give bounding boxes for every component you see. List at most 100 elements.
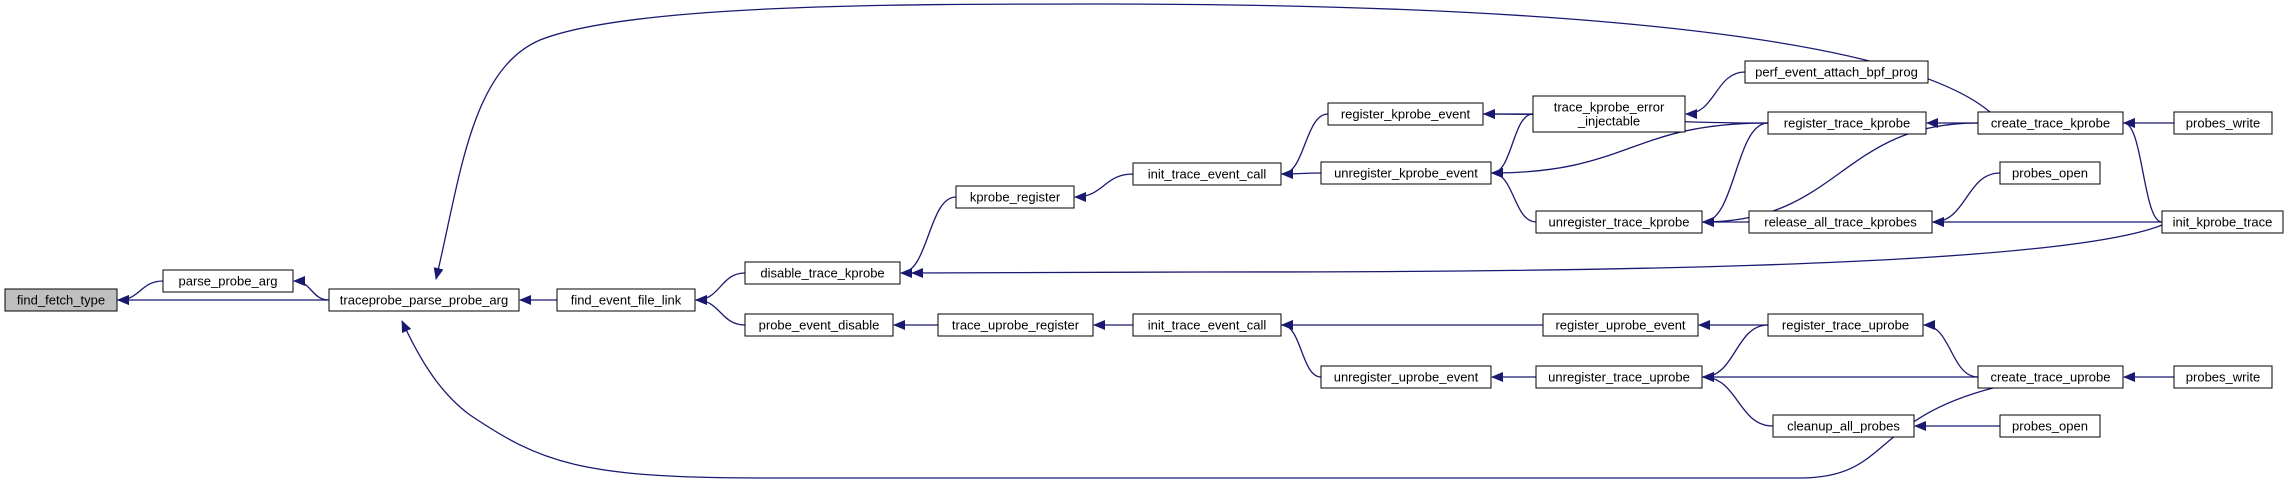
node-unregister-trace-uprobe[interactable]: unregister_trace_uprobe — [1535, 365, 1703, 389]
node-register-trace-uprobe[interactable]: register_trace_uprobe — [1767, 313, 1924, 337]
node-unregister-uprobe-event[interactable]: unregister_uprobe_event — [1320, 365, 1492, 389]
node-label: init_kprobe_trace — [2173, 215, 2273, 230]
node-label: cleanup_all_probes — [1787, 419, 1900, 434]
edge-register-trace-uprobe-to-unregister-trace-uprobe — [1702, 324, 1769, 382]
node-label: trace_uprobe_register — [952, 318, 1080, 333]
node-box — [1977, 111, 2124, 135]
node-find-event-file-link[interactable]: find_event_file_link — [556, 288, 696, 312]
node-box — [1320, 365, 1492, 389]
node-box — [1744, 60, 1929, 84]
node-find-fetch-type[interactable]: find_fetch_type — [4, 288, 118, 312]
node-probes-write-k[interactable]: probes_write — [2173, 111, 2273, 135]
node-box — [1535, 365, 1703, 389]
node-disable-trace-kprobe[interactable]: disable_trace_kprobe — [744, 261, 901, 285]
edge-probes-open-k-to-release-all-trace-kprobes — [1932, 172, 2001, 227]
edge-perf-event-attach-bpf-prog-to-trace-kprobe-error-injectable — [1685, 71, 1746, 119]
node-trace-kprobe-error-injectable[interactable]: trace_kprobe_error_injectable — [1532, 95, 1686, 133]
edge-cleanup-all-probes-to-unregister-trace-uprobe — [1702, 372, 1774, 427]
edge-init-kprobe-trace-to-disable-trace-kprobe — [911, 224, 2163, 278]
node-box — [1999, 161, 2101, 185]
node-label: unregister_uprobe_event — [1334, 370, 1479, 385]
edge-create-trace-kprobe-to-traceprobe-parse-probe-arg — [433, 3, 1991, 280]
node-box — [1748, 210, 1933, 234]
node-box — [1999, 414, 2101, 438]
node-probes-open-u[interactable]: probes_open — [1999, 414, 2101, 438]
edge-unregister-kprobe-event-to-init-trace-event-call-k — [1281, 168, 1322, 179]
node-label: find_fetch_type — [17, 293, 105, 308]
edge-init-kprobe-trace-to-create-trace-kprobe — [2123, 118, 2163, 223]
node-box — [1132, 162, 1282, 186]
node-label: register_kprobe_event — [1341, 107, 1471, 122]
node-box — [2161, 210, 2284, 234]
node-create-trace-kprobe[interactable]: create_trace_kprobe — [1977, 111, 2124, 135]
node-register-uprobe-event[interactable]: register_uprobe_event — [1542, 313, 1699, 337]
edge-probe-event-disable-to-find-event-file-link — [695, 295, 746, 326]
node-box — [1542, 313, 1699, 337]
node-box — [744, 313, 894, 337]
node-register-kprobe-event[interactable]: register_kprobe_event — [1327, 102, 1484, 126]
node-register-trace-kprobe[interactable]: register_trace_kprobe — [1767, 111, 1927, 135]
node-init-kprobe-trace[interactable]: init_kprobe_trace — [2161, 210, 2284, 234]
node-trace-uprobe-register[interactable]: trace_uprobe_register — [937, 313, 1094, 337]
node-label: register_trace_uprobe — [1782, 318, 1909, 333]
node-label: find_event_file_link — [571, 293, 682, 308]
edge-create-trace-kprobe-to-unregister-trace-kprobe — [1702, 122, 1979, 227]
node-box — [1772, 414, 1915, 438]
node-label: probes_write — [2186, 370, 2260, 385]
node-label: register_trace_kprobe — [1784, 116, 1910, 131]
node-box — [1977, 365, 2124, 389]
node-init-trace-event-call-u[interactable]: init_trace_event_call — [1132, 313, 1282, 337]
node-box — [1767, 313, 1924, 337]
node-box — [1767, 111, 1927, 135]
node-label: _injectable — [1577, 114, 1640, 129]
node-box — [2173, 111, 2273, 135]
node-label: register_uprobe_event — [1555, 318, 1685, 333]
node-box — [328, 288, 520, 312]
node-box — [937, 313, 1094, 337]
node-cleanup-all-probes[interactable]: cleanup_all_probes — [1772, 414, 1915, 438]
node-unregister-kprobe-event[interactable]: unregister_kprobe_event — [1320, 161, 1492, 185]
node-release-all-trace-kprobes[interactable]: release_all_trace_kprobes — [1748, 210, 1933, 234]
node-label: probes_open — [2012, 419, 2088, 434]
edge-parse-probe-arg-to-find-fetch-type — [117, 280, 164, 305]
node-label: unregister_kprobe_event — [1334, 166, 1478, 181]
node-parse-probe-arg[interactable]: parse_probe_arg — [162, 269, 294, 293]
node-label: disable_trace_kprobe — [760, 266, 884, 281]
edge-disable-trace-kprobe-to-find-event-file-link — [695, 272, 746, 305]
edge-register-trace-kprobe-to-unregister-trace-kprobe — [1702, 122, 1769, 227]
node-label: create_trace_kprobe — [1991, 116, 2110, 131]
node-box — [955, 185, 1075, 209]
node-box — [1532, 95, 1686, 133]
node-label: probes_open — [2012, 166, 2088, 181]
edge-unregister-uprobe-event-to-init-trace-event-call-u — [1281, 320, 1322, 378]
node-label: parse_probe_arg — [178, 274, 277, 289]
node-kprobe-register[interactable]: kprobe_register — [955, 185, 1075, 209]
node-init-trace-event-call-k[interactable]: init_trace_event_call — [1132, 162, 1282, 186]
node-label: release_all_trace_kprobes — [1764, 215, 1917, 230]
node-label: trace_kprobe_error — [1554, 100, 1665, 115]
node-probes-write-u[interactable]: probes_write — [2173, 365, 2273, 389]
node-label: probes_write — [2186, 116, 2260, 131]
node-create-trace-uprobe[interactable]: create_trace_uprobe — [1977, 365, 2124, 389]
edge-create-trace-uprobe-to-register-trace-uprobe — [1923, 320, 1979, 378]
node-box — [2173, 365, 2273, 389]
node-box — [162, 269, 294, 293]
edge-trace-kprobe-error-injectable-to-unregister-kprobe-event — [1491, 113, 1534, 178]
node-probe-event-disable[interactable]: probe_event_disable — [744, 313, 894, 337]
node-unregister-trace-kprobe[interactable]: unregister_trace_kprobe — [1535, 210, 1703, 234]
node-box — [1535, 210, 1703, 234]
node-label: kprobe_register — [970, 190, 1061, 205]
edge-register-trace-kprobe-to-unregister-kprobe-event — [1491, 122, 1769, 178]
node-traceprobe-parse-probe-arg[interactable]: traceprobe_parse_probe_arg — [328, 288, 520, 312]
edge-kprobe-register-to-disable-trace-kprobe — [900, 196, 957, 278]
node-label: create_trace_uprobe — [1991, 370, 2111, 385]
edges-layer — [117, 3, 2174, 479]
edge-create-trace-uprobe-to-traceprobe-parse-probe-arg — [401, 320, 1994, 479]
node-box — [1327, 102, 1484, 126]
node-perf-event-attach-bpf-prog[interactable]: perf_event_attach_bpf_prog — [1744, 60, 1929, 84]
node-probes-open-k[interactable]: probes_open — [1999, 161, 2101, 185]
node-box — [4, 288, 118, 312]
edge-traceprobe-parse-probe-arg-to-parse-probe-arg — [293, 276, 330, 301]
edge-unregister-trace-kprobe-to-unregister-kprobe-event — [1491, 168, 1537, 223]
